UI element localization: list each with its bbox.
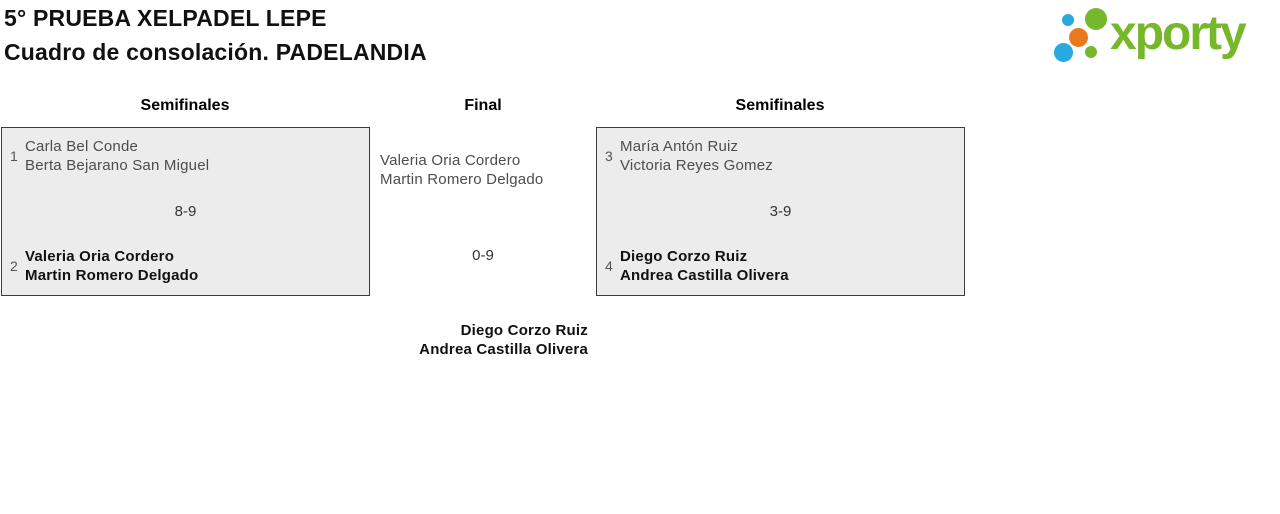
seed-number: 4 [605, 258, 613, 274]
team-players: Diego Corzo Ruiz Andrea Castilla Olivera [620, 247, 789, 285]
logo-dot-icon [1069, 28, 1088, 47]
team-row: 1 Carla Bel Conde Berta Bejarano San Mig… [2, 137, 369, 175]
seed-number: 1 [10, 148, 18, 164]
team-players: María Antón Ruiz Victoria Reyes Gomez [620, 137, 773, 175]
tournament-title: 5° PRUEBA XELPADEL LEPE [4, 5, 327, 31]
team-row: 3 María Antón Ruiz Victoria Reyes Gomez [597, 137, 964, 175]
team-players: Carla Bel Conde Berta Bejarano San Migue… [25, 137, 209, 175]
final-score: 0-9 [472, 247, 494, 264]
player-name: Andrea Castilla Olivera [620, 267, 789, 284]
player-name: Valeria Oria Cordero [25, 248, 175, 265]
player-name: Andrea Castilla Olivera [419, 341, 588, 358]
final-team-champion: Diego Corzo Ruiz Andrea Castilla Olivera [288, 321, 588, 359]
player-name: Diego Corzo Ruiz [620, 248, 748, 265]
logo-dot-icon [1085, 8, 1107, 30]
match-score: 8-9 [174, 202, 197, 220]
player-name: Carla Bel Conde [25, 138, 139, 155]
seed-number: 3 [605, 148, 613, 164]
player-name: Valeria Oria Cordero [380, 152, 521, 169]
logo-dot-icon [1085, 46, 1097, 58]
match-box-semifinal-1: 1 Carla Bel Conde Berta Bejarano San Mig… [1, 127, 370, 296]
team-row: 4 Diego Corzo Ruiz Andrea Castilla Olive… [597, 247, 964, 285]
round-header-semifinals-left: Semifinales [140, 97, 230, 114]
round-header-final: Final [464, 97, 502, 114]
xporty-logo[interactable]: xporty [1050, 0, 1280, 72]
match-score: 3-9 [769, 202, 792, 220]
logo-wordmark: xporty [1110, 7, 1247, 60]
round-header-semifinals-right: Semifinales [735, 97, 825, 114]
player-name: Berta Bejarano San Miguel [25, 157, 210, 174]
logo-dots-icon [1050, 0, 1110, 72]
logo-dot-icon [1054, 43, 1073, 62]
match-box-semifinal-2: 3 María Antón Ruiz Victoria Reyes Gomez … [596, 127, 965, 296]
final-team-finalist: Valeria Oria Cordero Martin Romero Delga… [380, 151, 543, 189]
player-name: Martin Romero Delgado [25, 267, 199, 284]
logo-dot-icon [1062, 14, 1074, 26]
player-name: Diego Corzo Ruiz [460, 322, 588, 339]
page-title-block: 5° PRUEBA XELPADEL LEPE Cuadro de consol… [4, 1, 427, 69]
team-players: Valeria Oria Cordero Martin Romero Delga… [25, 247, 198, 285]
bracket-subtitle: Cuadro de consolación. PADELANDIA [4, 39, 427, 65]
seed-number: 2 [10, 258, 18, 274]
team-row: 2 Valeria Oria Cordero Martin Romero Del… [2, 247, 369, 285]
player-name: María Antón Ruiz [620, 138, 739, 155]
player-name: Martin Romero Delgado [380, 171, 544, 188]
player-name: Victoria Reyes Gomez [620, 157, 773, 174]
